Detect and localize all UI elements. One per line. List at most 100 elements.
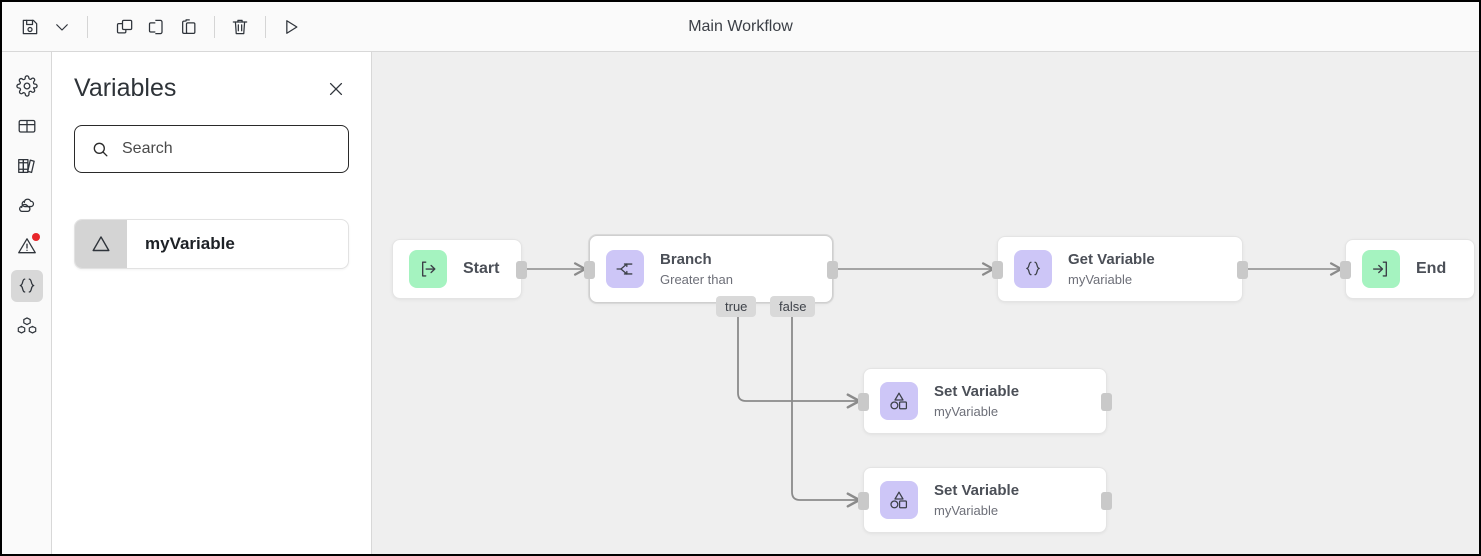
node-title: Start	[463, 260, 500, 278]
rail-item-blocks[interactable]	[11, 310, 43, 342]
node-subtitle: myVariable	[1068, 272, 1133, 287]
braces-icon	[16, 275, 38, 297]
node-port-in[interactable]	[858, 393, 869, 411]
rail-item-problems[interactable]	[11, 230, 43, 262]
paste-button[interactable]	[173, 11, 205, 43]
paste-icon	[179, 17, 199, 37]
shapes-icon	[887, 389, 911, 413]
node-title: Set Variable	[934, 383, 1020, 400]
close-button[interactable]	[323, 76, 349, 102]
top-toolbar: Main Workflow	[2, 2, 1479, 52]
run-button[interactable]	[275, 11, 307, 43]
node-port-in[interactable]	[992, 261, 1003, 279]
save-icon	[20, 17, 40, 37]
toolbar-group-clipboard	[97, 11, 205, 43]
save-options-button[interactable]	[46, 11, 78, 43]
duplicate-button[interactable]	[141, 11, 173, 43]
blocks-icon	[16, 315, 38, 337]
trash-icon	[230, 17, 250, 37]
edge-false-set2	[791, 313, 861, 508]
variables-panel: Variables	[52, 52, 372, 554]
node-port-out[interactable]	[1101, 492, 1112, 510]
list-item[interactable]: myVariable	[74, 219, 349, 269]
node-port-in[interactable]	[1340, 261, 1351, 279]
delete-button[interactable]	[224, 11, 256, 43]
node-icon-set-variable	[880, 382, 918, 420]
notification-badge	[31, 233, 40, 241]
search-icon	[91, 140, 110, 159]
braces-icon	[1022, 258, 1044, 280]
node-port-in[interactable]	[858, 492, 869, 510]
arrow-in-bracket-icon	[1370, 258, 1392, 280]
icon-rail	[2, 52, 52, 554]
toolbar-separator	[87, 15, 88, 38]
node-port-in[interactable]	[584, 261, 595, 279]
copy-button[interactable]	[109, 11, 141, 43]
node-port-out[interactable]	[1101, 393, 1112, 411]
node-text-set-variable: Set Variable myVariable	[934, 482, 1019, 518]
rail-item-cloud[interactable]	[11, 190, 43, 222]
node-port-out[interactable]	[827, 261, 838, 279]
node-set-variable-1[interactable]: Set Variable myVariable	[858, 368, 1112, 434]
shapes-icon	[887, 488, 911, 512]
search-box[interactable]	[74, 125, 349, 173]
node-port-out[interactable]	[516, 261, 527, 279]
node-end[interactable]: End	[1340, 239, 1475, 299]
node-title: End	[1416, 260, 1447, 278]
package-icon	[16, 115, 38, 137]
node-icon-start	[409, 250, 447, 288]
main-body: Variables	[2, 52, 1479, 554]
node-text-set-variable: Set Variable myVariable	[934, 383, 1019, 419]
rail-item-variables[interactable]	[10, 270, 43, 302]
node-icon-get-variable	[1014, 250, 1052, 288]
page-title: Variables	[74, 74, 177, 102]
workflow-canvas[interactable]: Start Branch Greater than true	[372, 52, 1479, 554]
edge-true-set1	[737, 313, 861, 409]
duplicate-icon	[147, 17, 167, 37]
chevron-down-icon	[53, 18, 71, 36]
search-input[interactable]	[122, 140, 332, 158]
save-button[interactable]	[14, 11, 46, 43]
node-branch[interactable]: Branch Greater than	[584, 235, 838, 303]
library-icon	[16, 155, 38, 177]
node-icon-end	[1362, 250, 1400, 288]
branch-label-true[interactable]: true	[716, 296, 757, 317]
gear-icon	[15, 75, 38, 97]
node-subtitle: myVariable	[934, 404, 999, 419]
play-icon	[281, 17, 301, 37]
branch-icon	[614, 258, 636, 280]
node-subtitle: myVariable	[934, 503, 999, 518]
close-icon	[326, 79, 346, 99]
toolbar-group-file	[2, 11, 78, 43]
node-title: Branch	[660, 251, 712, 268]
toolbar-separator	[214, 15, 215, 38]
variable-name: myVariable	[145, 234, 235, 253]
node-subtitle: Greater than	[660, 272, 733, 287]
edge-layer	[524, 262, 1343, 508]
cloud-icon	[16, 195, 38, 217]
rail-item-package[interactable]	[11, 110, 43, 142]
rail-item-library[interactable]	[11, 150, 43, 182]
node-port-out[interactable]	[1237, 261, 1248, 279]
node-set-variable-2[interactable]: Set Variable myVariable	[858, 467, 1112, 533]
branch-label-false[interactable]: false	[770, 296, 816, 317]
panel-header: Variables	[74, 74, 349, 103]
copy-icon	[115, 17, 135, 37]
node-start[interactable]: Start	[392, 239, 527, 299]
triangle-icon	[88, 231, 114, 257]
node-title: Set Variable	[934, 482, 1020, 499]
node-title: Get Variable	[1068, 251, 1155, 268]
node-text-branch: Branch Greater than	[660, 251, 733, 287]
arrow-out-bracket-icon	[417, 258, 439, 280]
variables-list: myVariable	[74, 219, 349, 269]
warning-icon	[16, 235, 38, 257]
node-get-variable[interactable]: Get Variable myVariable	[992, 236, 1248, 302]
node-text-start: Start	[463, 259, 499, 278]
node-icon-set-variable	[880, 481, 918, 519]
rail-item-settings[interactable]	[11, 70, 43, 102]
node-text-end: End	[1416, 259, 1446, 278]
toolbar-separator	[265, 15, 266, 38]
node-icon-branch	[606, 250, 644, 288]
variable-type-icon-wrap	[75, 220, 127, 268]
